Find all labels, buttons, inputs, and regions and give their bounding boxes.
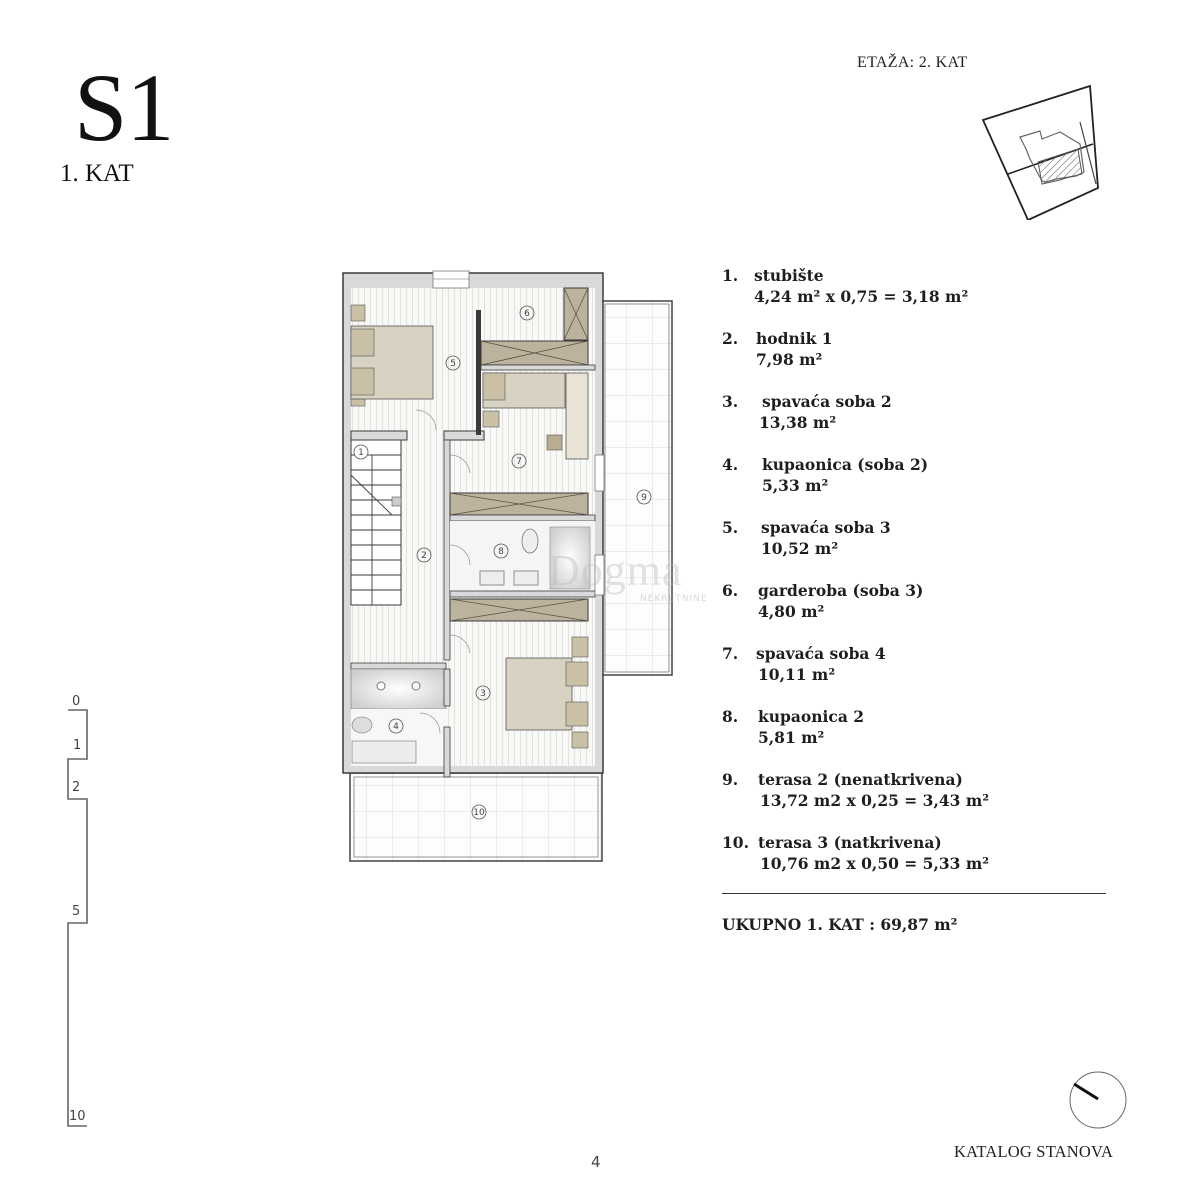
legend-num: 3. (722, 392, 739, 411)
watermark-subtitle: NEKRETNINE (640, 594, 708, 604)
legend-name: kupaonica 2 (758, 707, 865, 726)
legend-num: 10. (722, 833, 749, 852)
legend-num: 2. (722, 329, 739, 348)
legend-num: 1. (722, 266, 739, 285)
legend-area: 13,38 m² (759, 413, 837, 432)
legend-divider (722, 893, 1106, 894)
scale-bar: 0 1 2 5 10 (60, 694, 100, 1136)
watermark: Dogma (548, 546, 683, 595)
legend-area: 4,80 m² (758, 602, 825, 621)
catalog-title: KATALOG STANOVA (954, 1142, 1114, 1161)
site-keyplan-icon (981, 84, 1099, 220)
page-number: 4 (591, 1153, 601, 1171)
legend-num: 9. (722, 770, 739, 789)
terrace-9 (601, 300, 673, 676)
unit-floor: 1. KAT (60, 160, 134, 187)
legend-area: 13,72 m2 x 0,25 = 3,43 m² (760, 791, 990, 810)
legend-num: 8. (722, 707, 739, 726)
room-marker-4: 4 (393, 722, 399, 732)
legend-name: kupaonica (soba 2) (762, 455, 929, 474)
legend-name: garderoba (soba 3) (758, 581, 924, 600)
north-arrow-icon (1069, 1071, 1127, 1129)
scale-label-1: 1 (73, 738, 82, 753)
legend-num: 6. (722, 581, 739, 600)
room-marker-6: 6 (524, 309, 530, 319)
room-marker-8: 8 (498, 547, 504, 557)
legend-area: 10,52 m² (761, 539, 839, 558)
scale-label-2: 2 (72, 780, 81, 795)
legend-area: 10,76 m2 x 0,50 = 5,33 m² (760, 854, 990, 873)
legend-name: spavaća soba 2 (762, 392, 892, 411)
floor-indicator: ETAŽA: 2. KAT (857, 54, 968, 71)
room-marker-9: 9 (641, 493, 647, 503)
legend-area: 10,11 m² (758, 665, 836, 684)
scale-label-10: 10 (69, 1109, 86, 1124)
room-marker-1: 1 (358, 448, 364, 458)
legend-area: 5,33 m² (762, 476, 829, 495)
legend-name: terasa 3 (natkrivena) (758, 833, 942, 852)
total-area: UKUPNO 1. KAT : 69,87 m² (722, 915, 958, 934)
room-marker-10: 10 (473, 808, 485, 818)
legend-num: 7. (722, 644, 739, 663)
legend-name: spavaća soba 3 (761, 518, 891, 537)
legend-area: 7,98 m² (756, 350, 823, 369)
legend-name: terasa 2 (nenatkrivena) (758, 770, 963, 789)
room-marker-2: 2 (421, 551, 427, 561)
floor-plan: 1 2 3 4 5 6 7 8 9 10 (342, 270, 673, 862)
legend-name: hodnik 1 (756, 329, 833, 348)
legend-area: 4,24 m² x 0,75 = 3,18 m² (754, 287, 969, 306)
legend-name: stubište (754, 266, 824, 285)
scale-bar-graphic (67, 709, 88, 1127)
room-marker-3: 3 (480, 689, 486, 699)
room-marker-7: 7 (516, 457, 522, 467)
legend-num: 5. (722, 518, 739, 537)
legend-name: spavaća soba 4 (756, 644, 886, 663)
unit-code: S1 (74, 54, 174, 161)
legend-area: 5,81 m² (758, 728, 825, 747)
room-marker-5: 5 (450, 359, 456, 369)
scale-label-5: 5 (72, 904, 81, 919)
legend-num: 4. (722, 455, 739, 474)
scale-label-0: 0 (72, 694, 81, 709)
